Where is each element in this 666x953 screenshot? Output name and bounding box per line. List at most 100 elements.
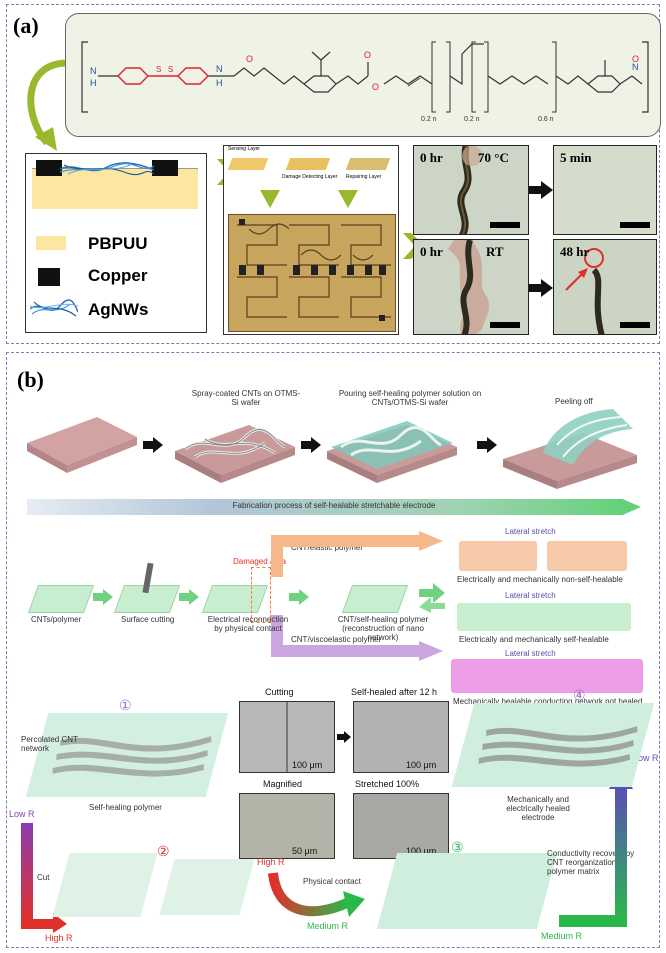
sem-self-healed-title: Self-healed after 12 h <box>351 687 438 697</box>
legend-label-copper: Copper <box>88 266 148 285</box>
device-photo-panel: Sensing Layer Damage Detecting Layer Rep… <box>223 145 399 335</box>
physical-contact-label: Physical contact <box>303 877 361 886</box>
step-1-marker: ① <box>119 697 132 713</box>
micrograph-time: 5 min <box>560 150 592 165</box>
atom-label: O <box>632 54 639 64</box>
panel-b: (b) Spray-coated CNTs on OTMS-Si wafer P… <box>6 352 660 948</box>
purple-path-arrow <box>271 615 443 661</box>
repairing-layer-sheet <box>345 158 391 170</box>
lateral-stretch-label-3: Lateral stretch <box>505 649 556 658</box>
atom-label: O <box>246 54 253 64</box>
copper-pad <box>36 160 62 176</box>
atom-label: O <box>372 82 379 92</box>
cut-label: Cut <box>37 873 50 882</box>
arrow-right-icon <box>529 181 553 199</box>
mediumr-to-lowr-arrow <box>559 767 633 927</box>
arrow-down-icon <box>338 190 358 208</box>
sem-scale: 100 μm <box>406 846 437 856</box>
repeat-sub-3: 0.6 n <box>538 116 554 123</box>
wafer-polymer-poured <box>327 421 457 483</box>
atom-label: N <box>632 62 639 72</box>
scale-bar <box>490 222 520 228</box>
sem-cutting-title: Cutting <box>265 687 294 697</box>
atom-label: H <box>216 78 223 88</box>
atom-label: N <box>90 66 97 76</box>
fab-step2-label: Pouring self-healing polymer solution on… <box>338 389 482 407</box>
sem-magnified-title: Magnified <box>263 779 303 789</box>
wafer-plain <box>27 417 137 473</box>
high-r-label: High R <box>45 933 73 943</box>
damaged-area-box <box>251 567 271 623</box>
film-stage-1 <box>25 713 229 797</box>
reconstruction-label: CNT/self-healing polymer (reconstruction… <box>337 615 429 642</box>
micrograph-time: 48 hr <box>560 244 590 259</box>
legend-swatch-copper <box>38 268 60 286</box>
stretch-result-viscoelastic <box>451 659 643 693</box>
medium-r-label: Medium R <box>307 921 349 931</box>
legend-swatch-agnws <box>30 299 78 317</box>
step-4-marker: ④ <box>573 687 586 703</box>
green-arrow-icon <box>289 589 309 605</box>
legend-label-pbpuu: PBPUU <box>88 234 148 253</box>
low-r-label-2: Low R <box>633 753 659 763</box>
arrow-right-icon <box>21 913 67 933</box>
double-arrow-icon <box>419 583 445 613</box>
nonhealable-label: Electrically and mechanically non-self-h… <box>457 575 623 584</box>
arrow-right-icon <box>477 437 497 453</box>
copper-pad <box>152 160 178 176</box>
micrograph-time: 0 hr <box>420 244 443 259</box>
repairing-layer-label: Repairing Layer <box>346 174 382 180</box>
arrow-right-icon <box>337 731 351 743</box>
micrograph-5min: 5 min <box>553 145 657 235</box>
sem-cutting: Cutting 100 μm <box>239 701 335 773</box>
atom-label: O <box>364 50 371 60</box>
repeat-sub-2: 0.2 n <box>464 116 480 123</box>
film-reconstructed <box>341 585 409 613</box>
agnw-network <box>60 162 154 176</box>
stretch-result-nonhealed <box>459 541 627 571</box>
sem-self-healed: 100 μm <box>353 701 449 773</box>
sensing-layer-label: Sensing Layer <box>228 146 260 152</box>
sem-scale: 100 μm <box>406 760 437 770</box>
lateral-stretch-label-2: Lateral stretch <box>505 591 556 600</box>
highr-to-mediumr-arrow <box>268 872 365 917</box>
medium-r-label-2: Medium R <box>541 931 583 941</box>
film-cnts-polymer <box>27 585 95 613</box>
repeat-sub-1: 0.2 n <box>421 116 437 123</box>
micrograph-condition: 70 °C <box>478 150 509 165</box>
conductivity-label: Conductivity recovery by CNT reorganizat… <box>547 849 635 876</box>
sem-stretched: 100 μm <box>353 793 449 859</box>
scale-bar <box>620 322 650 328</box>
step-3-marker: ③ <box>451 839 464 855</box>
fabrication-banner: Fabrication process of self-healable str… <box>27 499 641 515</box>
surface-cutting-label: Surface cutting <box>121 615 175 624</box>
circuit-board-photo <box>228 214 396 332</box>
sem-scale: 50 μm <box>292 846 318 856</box>
micrograph-48hr: 48 hr <box>553 239 657 335</box>
sem-magnified: 50 μm <box>239 793 335 859</box>
film-stage-2 <box>159 859 255 915</box>
panel-a-tag: (a) <box>13 13 39 38</box>
fabrication-banner-label: Fabrication process of self-healable str… <box>232 501 436 510</box>
healed-electrode-label: Mechanically and electrically healed ele… <box>506 795 570 822</box>
arrow-right-icon <box>301 437 321 453</box>
lateral-stretch-label-1: Lateral stretch <box>505 527 556 536</box>
scale-bar <box>490 322 520 328</box>
percolated-label: Percolated CNT network <box>21 735 78 753</box>
wafer-cnt-coated <box>175 425 295 483</box>
scale-bar <box>620 222 650 228</box>
not-healed-label: Mechanically healable conducting network… <box>453 697 643 706</box>
micrograph-0hr-rt: 0 hr RT <box>413 239 529 335</box>
low-r-label: Low R <box>9 809 35 819</box>
viscoelastic-label: CNT/viscoelastic polymer <box>291 635 382 644</box>
reconnection-label: Electrical reconnection by physical cont… <box>207 615 289 633</box>
high-r-label-2: High R <box>257 857 285 867</box>
legend-label-agnws: AgNWs <box>88 300 149 319</box>
sulfur-label: S <box>156 65 161 74</box>
panel-b-tag: (b) <box>17 367 44 392</box>
chemical-structure-box: N H N H O O O N O S S 0.2 n 0.2 n 0.6 n <box>65 13 661 137</box>
selfhealable-label: Electrically and mechanically self-heala… <box>459 635 609 644</box>
micrograph-time: 0 hr <box>420 150 443 165</box>
peeling-electrode <box>503 409 637 489</box>
curved-arrow-icon <box>27 59 66 151</box>
